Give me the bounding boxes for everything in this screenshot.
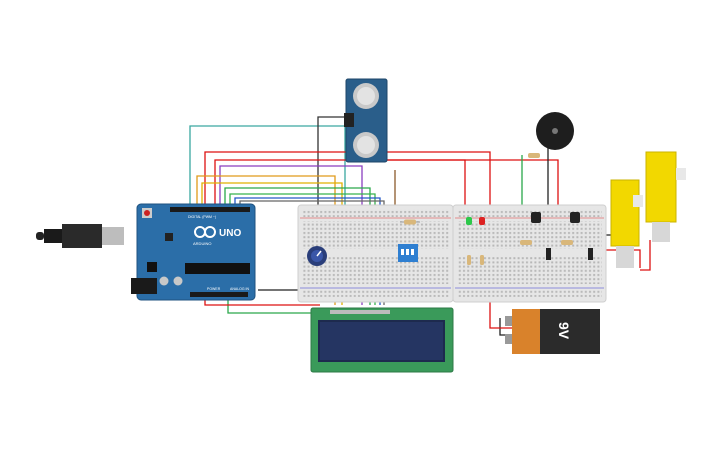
lcd-display [310,307,454,373]
power-label: POWER [207,287,221,291]
potentiometer[interactable] [307,246,327,266]
digital-header [170,207,250,212]
voltage-regulator [147,262,157,272]
capacitor-1 [159,276,169,286]
ultrasonic-sensor [344,78,388,163]
digital-pins-label: DIGITAL (PWM ~) [188,215,216,219]
diode-1 [546,248,551,260]
analog-label: ANALOG IN [230,287,250,291]
transistor-1 [531,212,541,223]
usb-port [102,227,124,245]
green-led [466,217,472,225]
board-brand-label: UNO [219,228,241,239]
red-led [479,217,485,225]
reset-button-cap [144,210,150,216]
breadboard-left [297,204,454,303]
capacitor-2 [173,276,183,286]
usb-cable-body [62,224,102,248]
arduino-logo-text: ARDUINO [193,241,211,246]
dip-switch[interactable] [398,244,418,262]
arduino-board: UNO ARDUINO DIGITAL (PWM ~) POWER ANALOG… [36,203,256,301]
power-analog-header [190,292,248,297]
usb-cable-tip [36,232,44,240]
battery-label: 9V [556,322,572,340]
power-jack [131,278,157,294]
transistor-2 [570,212,580,223]
usb-cable-plug [44,229,62,243]
dc-motor-1 [610,179,643,268]
atmega-chip [185,263,250,274]
dc-motor-2 [645,151,686,242]
resistor-left [400,219,420,225]
resistors-right [467,153,573,265]
battery-9v: 9V [505,309,600,354]
piezo-buzzer [536,112,574,150]
breadboard-right [452,204,607,303]
sensor-pins [344,113,354,127]
usb-chip [165,233,173,241]
lcd-pins [330,310,390,314]
diode-2 [588,248,593,260]
arduino-logo [194,226,216,238]
